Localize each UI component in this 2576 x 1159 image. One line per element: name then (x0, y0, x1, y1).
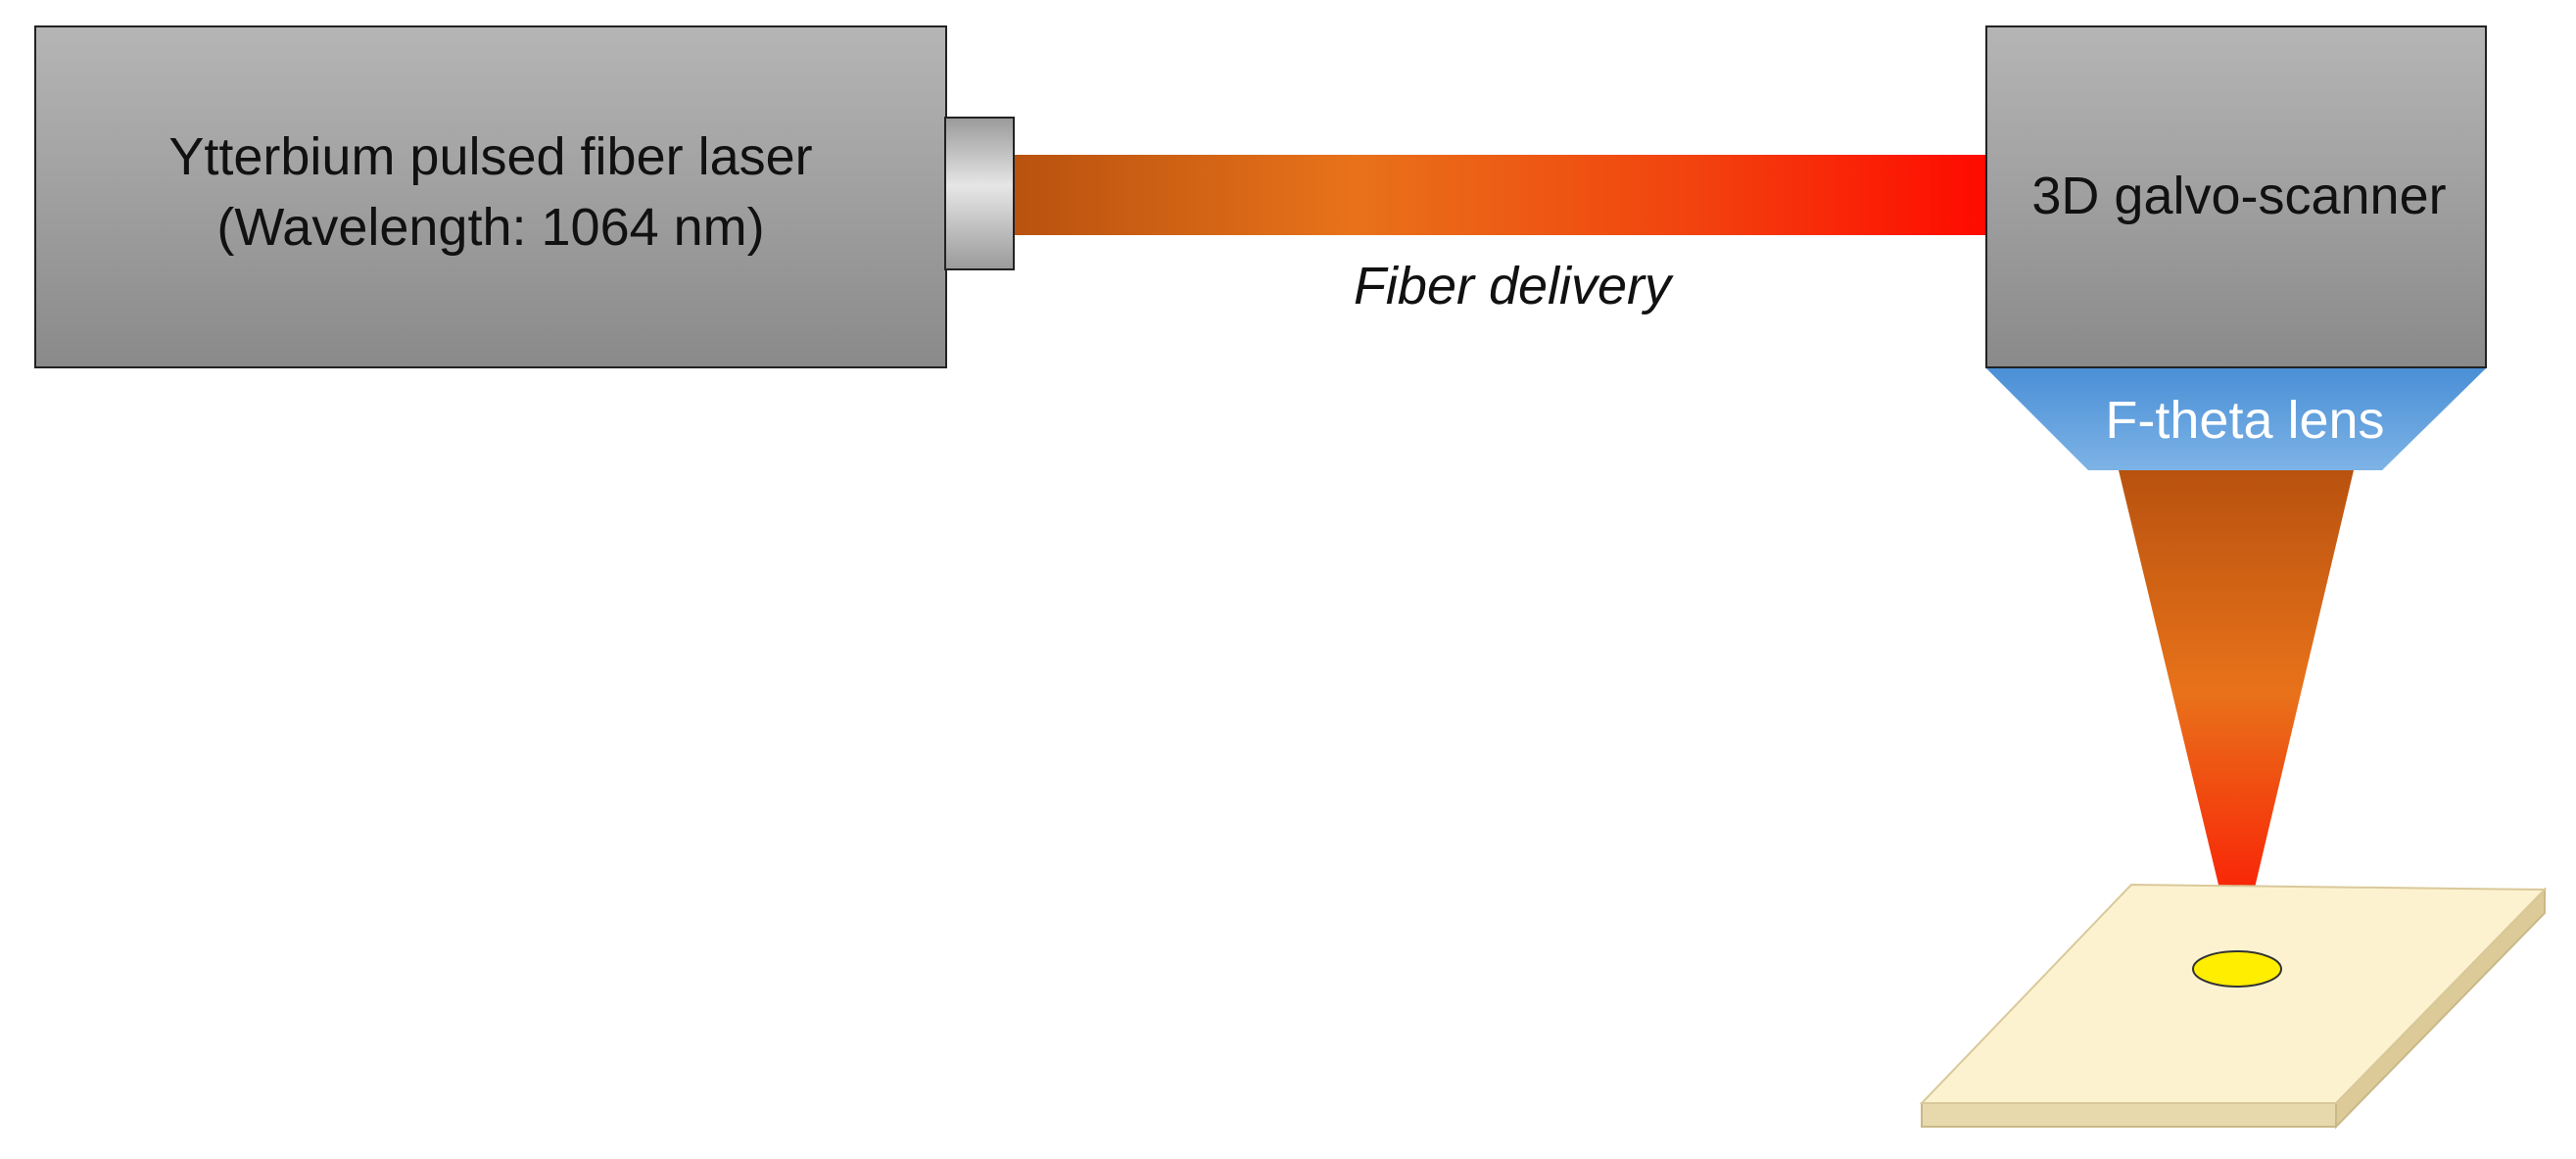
lens-label: F-theta lens (2105, 391, 2384, 450)
fiber-beam (1011, 155, 1988, 235)
laser-box-line2: (Wavelength: 1064 nm) (216, 198, 764, 257)
fiber-connector (944, 117, 1015, 270)
laser-box-line1: Ytterbium pulsed fiber laser (168, 127, 812, 186)
workpiece-plate (1919, 883, 2548, 1130)
laser-focal-spot (2192, 950, 2282, 988)
fiber-delivery-label: Fiber delivery (1354, 257, 1674, 315)
scanner-label: 3D galvo-scanner (2031, 167, 2446, 225)
focused-beam-cone (2119, 470, 2354, 962)
galvo-scanner-box: 3D galvo-scanner (1985, 25, 2487, 368)
f-theta-lens: F-theta lens (1986, 368, 2486, 470)
laser-source-box: Ytterbium pulsed fiber laser (Wavelength… (34, 25, 947, 368)
